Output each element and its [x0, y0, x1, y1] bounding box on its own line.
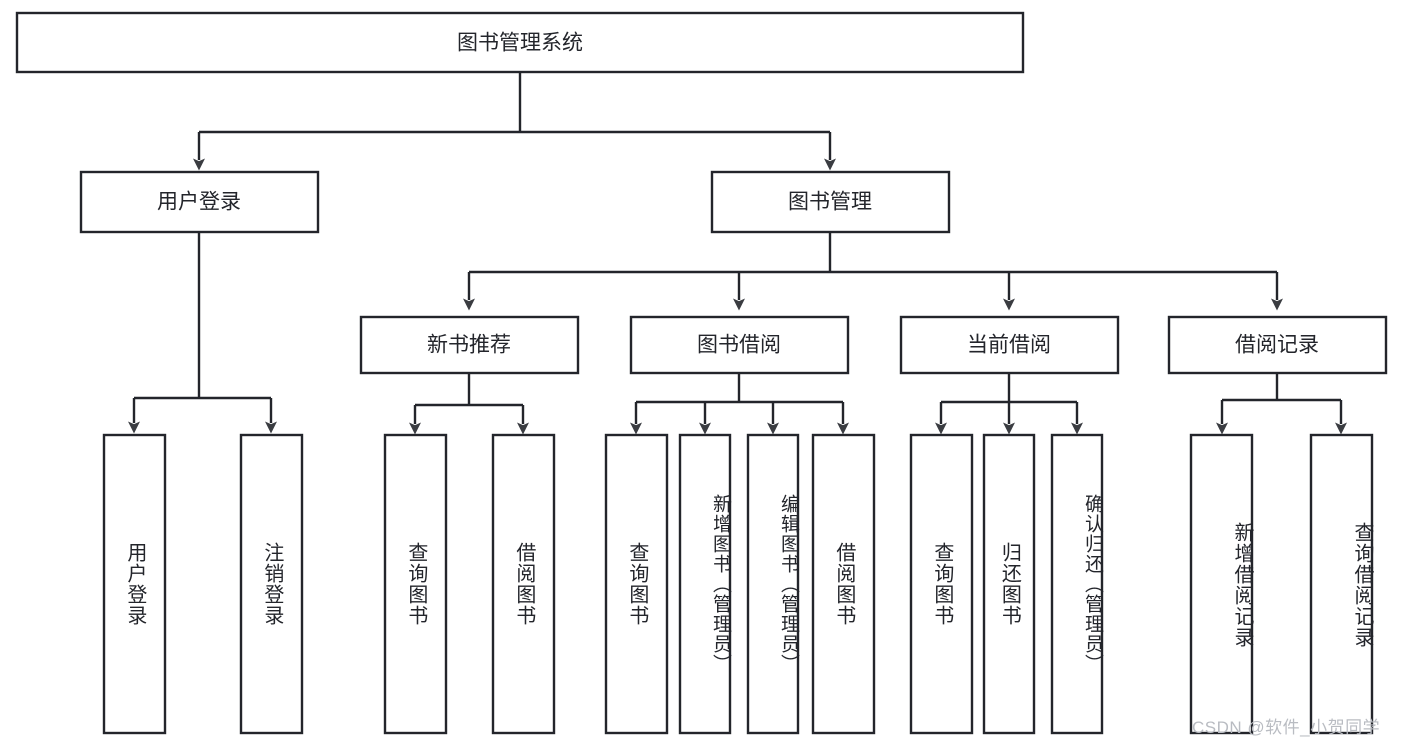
- leaf-box-add-book-admin[interactable]: [678, 433, 732, 735]
- connector-userlogin-to-leaves: [128, 232, 277, 434]
- leaf-box-user-login[interactable]: [102, 433, 167, 735]
- node-book-borrow[interactable]: 图书借阅: [629, 315, 850, 375]
- connector-bookmgmt-to-level3: [463, 232, 1283, 311]
- leaf-box-return-book[interactable]: [982, 433, 1036, 735]
- leaf-box-query-record[interactable]: [1309, 433, 1374, 735]
- node-user-login[interactable]: 用户登录: [79, 170, 320, 234]
- watermark: CSDN @软件_小贺同学: [1192, 718, 1381, 737]
- node-root-label: 图书管理系统: [457, 32, 583, 55]
- node-borrow-records-label: 借阅记录: [1235, 334, 1319, 357]
- node-borrow-records[interactable]: 借阅记录: [1167, 315, 1388, 375]
- leaf-box-edit-book-admin[interactable]: [746, 433, 800, 735]
- leaf-box-borrow-book-2[interactable]: [811, 433, 876, 735]
- leaf-box-confirm-return[interactable]: [1050, 433, 1104, 735]
- node-user-login-label: 用户登录: [157, 191, 241, 214]
- connector-root-to-level2: [193, 72, 836, 171]
- node-book-management[interactable]: 图书管理: [710, 170, 951, 234]
- connector-borrow-to-leaves: [630, 373, 849, 435]
- leaf-box-add-record[interactable]: [1189, 433, 1254, 735]
- node-book-borrow-label: 图书借阅: [697, 334, 781, 357]
- node-new-book-recommend-label: 新书推荐: [427, 334, 511, 357]
- leaf-boxes: [102, 433, 1374, 735]
- node-current-borrow-label: 当前借阅: [967, 334, 1051, 357]
- node-root[interactable]: 图书管理系统: [15, 11, 1025, 74]
- node-current-borrow[interactable]: 当前借阅: [899, 315, 1120, 375]
- leaf-box-query-book-3[interactable]: [909, 433, 974, 735]
- leaf-box-query-book-1[interactable]: [383, 433, 448, 735]
- connector-newbook-to-leaves: [409, 373, 529, 435]
- node-book-management-label: 图书管理: [788, 191, 872, 214]
- connector-current-to-leaves: [935, 373, 1083, 435]
- connector-records-to-leaves: [1216, 373, 1347, 435]
- leaf-box-logout[interactable]: [239, 433, 304, 735]
- node-new-book-recommend[interactable]: 新书推荐: [359, 315, 580, 375]
- leaf-box-borrow-book-1[interactable]: [491, 433, 556, 735]
- leaf-box-query-book-2[interactable]: [604, 433, 669, 735]
